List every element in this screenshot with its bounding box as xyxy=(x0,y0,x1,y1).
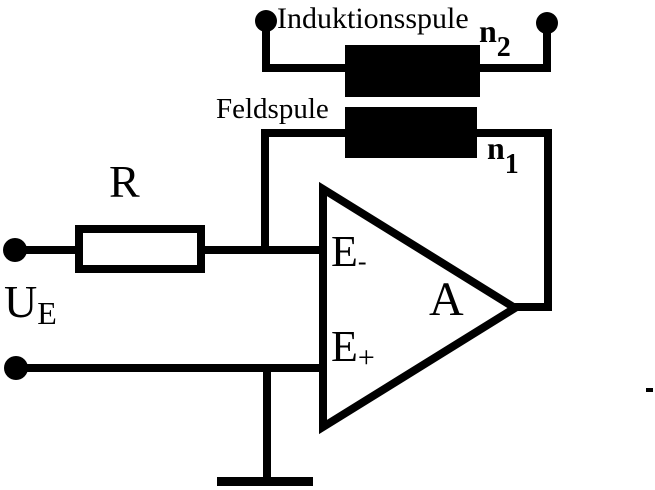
field-coil-turns-label: n1 xyxy=(487,130,519,179)
induction-coil xyxy=(345,45,480,97)
ue-subscript: E xyxy=(37,295,57,331)
field-coil xyxy=(345,107,477,158)
terminal-input-bottom xyxy=(4,356,28,380)
e-plus-subscript: + xyxy=(357,341,375,374)
field-coil-label: Feldspule xyxy=(216,93,329,125)
n2-base: n xyxy=(479,13,497,49)
opamp-triangle xyxy=(319,181,523,435)
amplifier-label: A xyxy=(429,273,464,326)
stray-mark xyxy=(646,388,653,392)
wire-ground-vertical xyxy=(263,368,271,480)
wire-opamp-output xyxy=(510,303,552,311)
wire-noninverting-input xyxy=(16,364,325,372)
terminal-induction-left xyxy=(255,10,277,32)
wire-induction-right-horizontal xyxy=(478,64,551,72)
input-voltage-label: UE xyxy=(4,276,57,330)
terminal-induction-right xyxy=(536,12,558,34)
e-minus-base: E xyxy=(331,227,358,276)
terminal-input-top xyxy=(3,238,27,262)
wire-feedback-right-vertical xyxy=(544,129,552,311)
ue-base: U xyxy=(4,276,38,327)
induction-coil-turns-label: n2 xyxy=(479,13,511,62)
n1-base: n xyxy=(487,130,505,166)
n1-subscript: 1 xyxy=(504,149,519,180)
wire-induction-left-vertical xyxy=(262,20,270,72)
resistor-label: R xyxy=(109,156,140,207)
wire-induction-left-horizontal xyxy=(262,64,347,72)
opamp-body xyxy=(319,181,523,435)
e-minus-subscript: - xyxy=(357,247,367,276)
wire-input-top xyxy=(15,246,77,254)
wire-inverting-input xyxy=(203,246,325,254)
wire-fieldcoil-right-horizontal xyxy=(476,129,552,137)
wire-induction-right-vertical xyxy=(543,22,551,72)
e-plus-base: E xyxy=(331,322,358,371)
induction-coil-label: Induktionsspule xyxy=(277,2,469,35)
resistor-box xyxy=(75,225,205,273)
wire-feedback-left-vertical xyxy=(261,129,269,254)
noninverting-input-label: E+ xyxy=(331,322,375,373)
wire-fieldcoil-left-horizontal xyxy=(261,129,347,137)
n2-subscript: 2 xyxy=(496,32,511,63)
inverting-input-label: E- xyxy=(331,227,367,276)
ground-symbol xyxy=(217,477,313,486)
